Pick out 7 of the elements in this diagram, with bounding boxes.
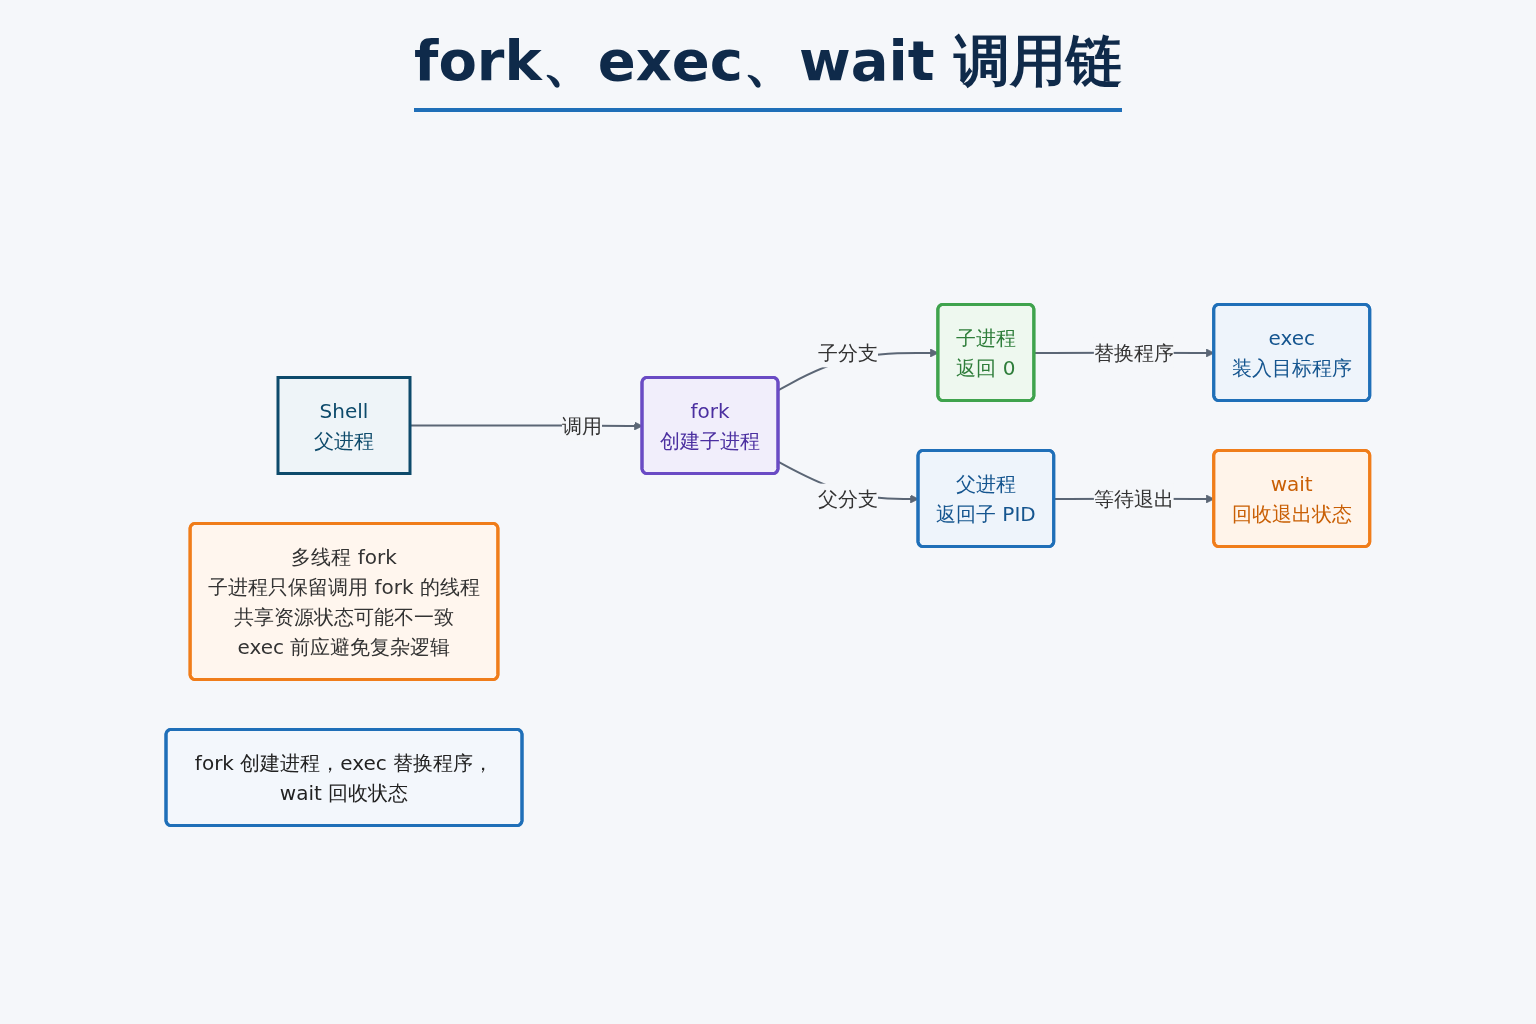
edge-label: 调用	[562, 413, 603, 438]
edge-label: 子分支	[818, 340, 879, 365]
edge-label: 等待退出	[1093, 486, 1174, 511]
diagram-title: fork、exec、wait 调用链	[414, 24, 1122, 112]
edge-label: 替换程序	[1093, 340, 1174, 365]
node-box: Shell 父进程	[276, 376, 412, 475]
edge-label: 父分支	[818, 486, 879, 511]
